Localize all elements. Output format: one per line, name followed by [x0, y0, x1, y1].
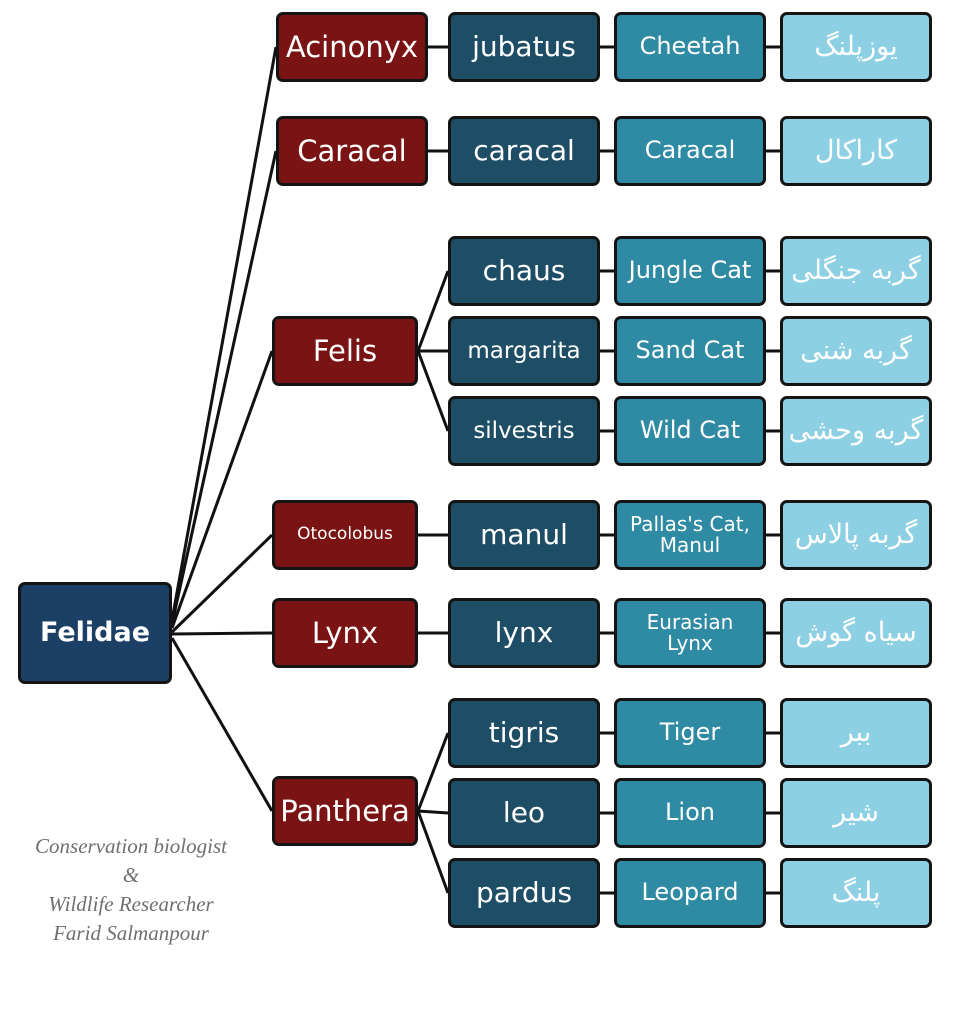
genus-lynx: Lynx	[272, 598, 418, 668]
common-name-eurasian-lynx: Eurasian Lynx	[614, 598, 766, 668]
species-tigris: tigris	[448, 698, 600, 768]
connector-felidae-lynx	[171, 631, 273, 636]
genus-felis: Felis	[272, 316, 418, 386]
credit-line-role: Wildlife Researcher	[48, 892, 214, 916]
persian-name-leopard: پلنگ	[780, 858, 932, 928]
connector-felidae-otocolobus	[170, 533, 274, 634]
common-name-lion: Lion	[614, 778, 766, 848]
species-pardus: pardus	[448, 858, 600, 928]
genus-acinonyx: Acinonyx	[276, 12, 428, 82]
connector-panthera-tigris	[416, 732, 450, 812]
genus-panthera: Panthera	[272, 776, 418, 846]
persian-name-eurasian-lynx: سیاه گوش	[780, 598, 932, 668]
persian-name-jungle-cat: گربه جنگلی	[780, 236, 932, 306]
species-lynx: lynx	[448, 598, 600, 668]
connector-felis-silvestris	[416, 350, 450, 432]
common-name-leopard: Leopard	[614, 858, 766, 928]
connector-felidae-caracal	[170, 150, 278, 625]
common-name-cheetah: Cheetah	[614, 12, 766, 82]
common-name-jungle-cat: Jungle Cat	[614, 236, 766, 306]
root-node-felidae: Felidae	[18, 582, 172, 684]
species-manul: manul	[448, 500, 600, 570]
persian-name-tiger: ببر	[780, 698, 932, 768]
genus-caracal: Caracal	[276, 116, 428, 186]
species-caracal: caracal	[448, 116, 600, 186]
species-leo: leo	[448, 778, 600, 848]
credit-line-author: Farid Salmanpour	[53, 921, 209, 945]
credit-line-ampersand: &	[122, 863, 140, 887]
species-chaus: chaus	[448, 236, 600, 306]
connector-panthera-leo	[417, 809, 449, 815]
credit-line-title: Conservation biologist	[35, 834, 227, 858]
genus-otocolobus: Otocolobus	[272, 500, 418, 570]
connector-felidae-panthera	[170, 637, 274, 812]
common-name-sand-cat: Sand Cat	[614, 316, 766, 386]
common-name-tiger: Tiger	[614, 698, 766, 768]
persian-name-caracal: کاراکال	[780, 116, 932, 186]
common-name-wild-cat: Wild Cat	[614, 396, 766, 466]
species-jubatus: jubatus	[448, 12, 600, 82]
persian-name-pallas-cat: گربه پالاس	[780, 500, 932, 570]
species-silvestris: silvestris	[448, 396, 600, 466]
persian-name-lion: شیر	[780, 778, 932, 848]
connector-felis-chaus	[416, 270, 450, 352]
common-name-pallas-cat: Pallas's Cat, Manul	[614, 500, 766, 570]
persian-name-sand-cat: گربه شنی	[780, 316, 932, 386]
species-margarita: margarita	[448, 316, 600, 386]
author-credit: Conservation biologist & Wildlife Resear…	[0, 836, 262, 952]
connector-felidae-acinonyx	[170, 46, 278, 621]
connector-panthera-pardus	[416, 810, 450, 894]
connector-felidae-felis	[170, 350, 274, 629]
persian-name-cheetah: یوزپلنگ	[780, 12, 932, 82]
persian-name-wild-cat: گربه وحشی	[780, 396, 932, 466]
common-name-caracal: Caracal	[614, 116, 766, 186]
